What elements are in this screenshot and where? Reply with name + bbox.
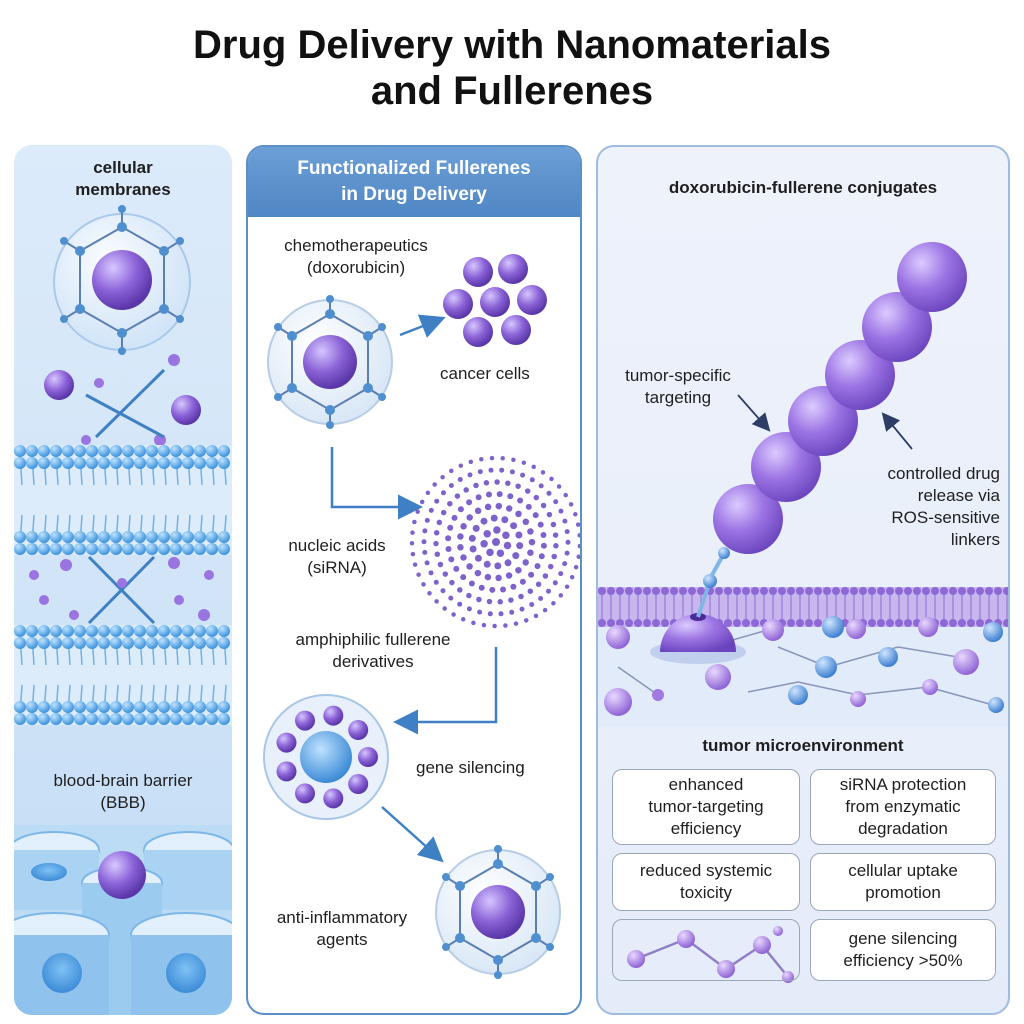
molecule-box	[612, 919, 800, 981]
bbb-vessels	[14, 825, 232, 1015]
tumor-targeting-label: tumor-specific targeting	[625, 366, 731, 407]
page-title: Drug Delivery with Nanomaterials and Ful…	[193, 23, 831, 113]
amphiphilic-label: amphiphilic fullerene derivatives	[295, 630, 451, 671]
molecule-chain-icon	[627, 926, 794, 983]
conjugates-heading: doxorubicin-fullerene conjugates	[668, 178, 938, 197]
chemotherapeutics-label: chemotherapeutics (doxorubicin)	[284, 236, 428, 277]
anti-inflammatory-label: anti-inflammatory agents	[276, 908, 408, 949]
left-panel-illustration	[14, 205, 232, 1015]
bbb-label: blood-brain barrier (BBB)	[53, 771, 193, 812]
tumor-membrane	[598, 587, 1008, 627]
cancer-cells-label: cancer cells	[440, 364, 530, 383]
doxorubicin-fullerene-chain	[713, 242, 967, 554]
right-panel-illustration	[598, 242, 1008, 983]
anchor-dome	[660, 614, 736, 652]
amphiphilic-micelle	[263, 694, 389, 820]
left-panel-membranes: cellular membranes blood-brain barrier (…	[14, 145, 232, 1015]
tumor-microenvironment-label: tumor microenvironment	[702, 736, 904, 755]
middle-panel-header: Functionalized Fullerenes in Drug Delive…	[248, 147, 580, 217]
tumor-microenvironment-network	[604, 616, 1004, 716]
right-panel-conjugates: doxorubicin-fullerene conjugates tumor-s…	[596, 145, 1010, 1015]
cellular-membranes-label: cellular membranes	[75, 158, 171, 199]
cancer-cells-cluster	[443, 254, 547, 347]
drug-core	[92, 250, 152, 310]
nucleic-acids-label: nucleic acids (siRNA)	[288, 536, 386, 577]
controlled-release-label: controlled drug release via ROS-sensitiv…	[887, 464, 1000, 549]
gene-silencing-label: gene silencing	[416, 758, 525, 777]
sirna-nanoparticle	[409, 455, 580, 629]
middle-panel-fullerenes: Functionalized Fullerenes in Drug Delive…	[246, 145, 582, 1015]
middle-panel-illustration	[263, 254, 580, 979]
